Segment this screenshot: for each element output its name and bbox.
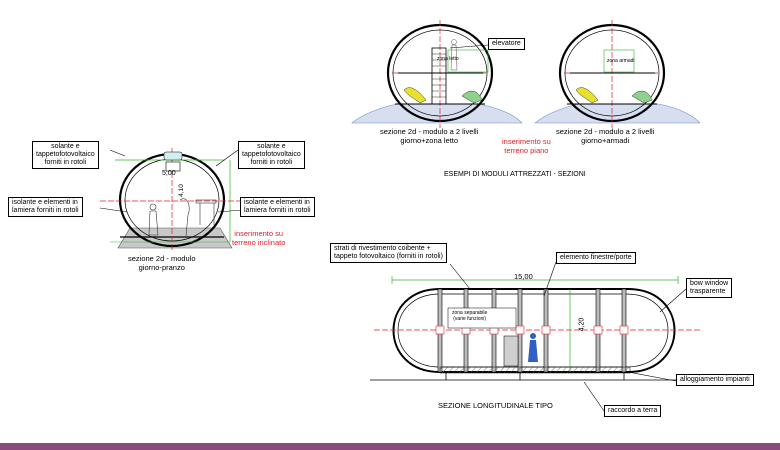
callout-finestre: elemento finestre/porte [556, 252, 636, 264]
footer-bar [0, 443, 780, 450]
callout-impianti: alloggiamento impianti [676, 374, 754, 386]
caption-section-b: sezione 2d - modulo a 2 livelli giorno+a… [556, 127, 655, 145]
dim-length: 15,00 [514, 272, 533, 281]
callout-raccordo: raccordo a terra [604, 405, 662, 417]
callout-bow-window: bow window trasparente [686, 278, 733, 298]
left-module-section [99, 148, 245, 252]
longitudinal-section [370, 261, 700, 412]
callout-elevator: elevatore [488, 38, 525, 50]
dim-height-long: 4,20 [578, 317, 586, 332]
zone-separable-label: zona separabile (varie funzioni) [452, 310, 488, 322]
caption-section-a: sezione 2d - modulo a 2 livelli giorno+z… [380, 127, 479, 145]
callout-solar-left: solante e tappetofotovoltaico forniti in… [32, 141, 99, 169]
callout-strati: strati di rivestimento coibente + tappet… [330, 243, 447, 263]
label-inclined-terrain: inserimento su terreno inclinato [232, 229, 286, 247]
label-flat-terrain: inserimento su terreno piano [502, 137, 551, 155]
dim-height-left: 4,10 [177, 184, 185, 197]
caption-longitudinal: SEZIONE LONGITUDINALE TIPO [438, 401, 553, 410]
top-module-sections [351, 20, 701, 128]
zone-wardrobe-label: zona armadi [607, 58, 635, 64]
zone-bed-label: zona letto [437, 56, 459, 62]
title-examples: ESEMPI DI MODULI ATTREZZATI - SEZIONI [444, 171, 586, 178]
caption-left-section: sezione 2d - modulo giorno-pranzo [128, 254, 196, 272]
callout-insulation-left: isolante e elementi in lamiera forniti i… [8, 197, 83, 217]
callout-insulation-right: isolante e elementi in lamiera forniti i… [240, 197, 315, 217]
callout-solar-right: solante e tappetofotovoltaico forniti in… [238, 141, 305, 169]
dim-width-left: 5,00 [162, 170, 176, 177]
